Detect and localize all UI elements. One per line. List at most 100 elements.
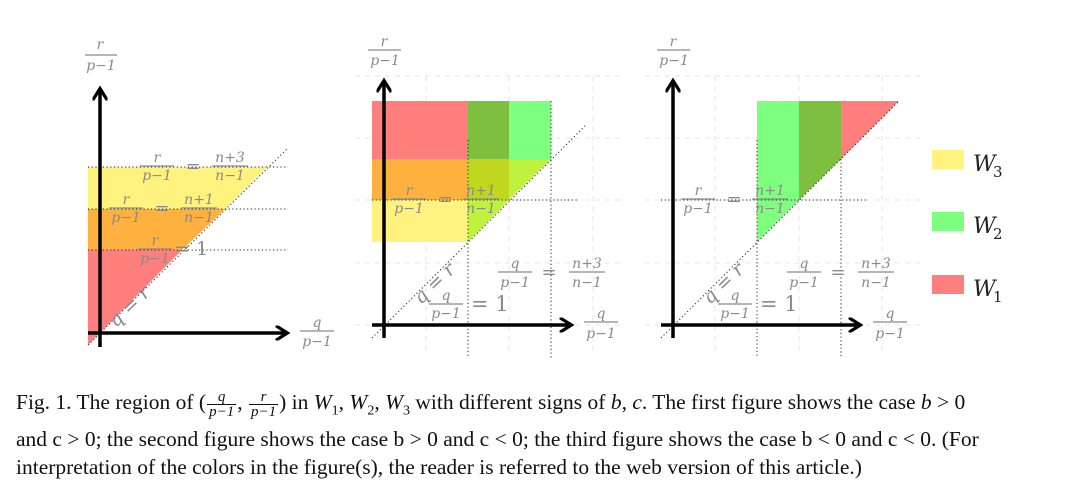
- label-q-eq-n3-over-n1: q p−1 = n+3 n−1: [498, 256, 605, 291]
- panel-1: r p−1 q p−1 r p−1 = n+3 n−1 r p−1 = n+1: [85, 37, 334, 350]
- svg-text:r: r: [381, 34, 389, 50]
- label-r-eq-n1-over-n1: r p−1 = n+1 n−1: [681, 183, 788, 217]
- svg-text:n−1: n−1: [184, 210, 214, 226]
- label-r-eq-1: r p−1 = 1: [138, 233, 208, 267]
- svg-text:p−1: p−1: [370, 53, 400, 69]
- svg-text:p−1: p−1: [875, 326, 905, 342]
- svg-text:n+1: n+1: [184, 192, 214, 208]
- svg-text:n−1: n−1: [215, 168, 245, 184]
- svg-text:r: r: [695, 183, 703, 199]
- svg-text:p−1: p−1: [659, 53, 689, 69]
- label-r-eq-n1-over-n1: r p−1 = n+1 n−1: [392, 183, 499, 217]
- label-r-eq-n1-over-n1: r p−1 = n+1 n−1: [109, 192, 217, 226]
- diagonal-q-eq-r: [87, 147, 289, 346]
- svg-text:=: =: [541, 262, 556, 283]
- svg-text:1: 1: [993, 288, 1003, 306]
- svg-text:n+3: n+3: [572, 256, 602, 272]
- background-grid: [645, 75, 920, 355]
- svg-text:p−1: p−1: [140, 251, 170, 267]
- svg-text:q: q: [442, 288, 451, 304]
- region-w2: [509, 101, 551, 159]
- label-q-eq-r: q = r: [698, 257, 750, 308]
- legend-item-w3: W 3: [932, 150, 1003, 181]
- region-w1: [841, 101, 899, 159]
- svg-text:=: =: [154, 198, 169, 219]
- region-w3: [88, 167, 267, 209]
- region-w1-w2-w3-overlap: [468, 159, 509, 200]
- svg-text:q: q: [731, 288, 740, 304]
- svg-text:3: 3: [993, 163, 1003, 181]
- svg-text:n−1: n−1: [861, 275, 891, 291]
- x-axis-label: q p−1: [873, 306, 907, 342]
- svg-text:=: =: [830, 262, 845, 283]
- caption-line-2: and c > 0; the second figure shows the c…: [16, 427, 979, 452]
- label-q-eq-1: q p−1 = 1: [429, 288, 509, 322]
- svg-text:p−1: p−1: [111, 210, 141, 226]
- region-w3: [372, 200, 468, 242]
- region-w2-w3-overlap-lower: [468, 200, 509, 242]
- svg-text:r: r: [152, 233, 160, 249]
- svg-text:2: 2: [993, 225, 1003, 243]
- label-q-eq-n3-over-n1: q p−1 = n+3 n−1: [787, 256, 894, 291]
- svg-text:p−1: p−1: [431, 306, 461, 322]
- label-q-eq-1: q p−1 = 1: [718, 288, 798, 322]
- svg-text:p−1: p−1: [720, 306, 750, 322]
- legend-item-w1: W 1: [932, 275, 1003, 306]
- svg-text:r: r: [97, 37, 105, 53]
- region-w1-w3-overlap: [88, 209, 225, 250]
- svg-text:q: q: [800, 256, 809, 272]
- legend-swatch-w1: [932, 275, 964, 294]
- svg-text:= 1: = 1: [760, 292, 798, 316]
- label-q-eq-r: q = r: [409, 257, 461, 308]
- svg-text:p−1: p−1: [302, 334, 332, 350]
- svg-text:W: W: [973, 214, 998, 239]
- svg-text:q: q: [511, 256, 520, 272]
- legend-swatch-w3: [932, 150, 964, 169]
- svg-text:q: q: [313, 315, 322, 331]
- panel-2: r p−1 q p−1 r p−1 = n+1 n−1 q p−1 = n+3 …: [355, 34, 620, 358]
- svg-text:W: W: [973, 277, 998, 302]
- svg-text:W: W: [973, 152, 998, 177]
- svg-text:p−1: p−1: [586, 326, 616, 342]
- label-r-eq-n3-over-n1: r p−1 = n+3 n−1: [140, 150, 248, 184]
- svg-text:n+3: n+3: [215, 150, 245, 166]
- svg-text:r: r: [670, 34, 678, 50]
- svg-text:=: =: [437, 189, 452, 210]
- svg-text:r: r: [406, 183, 414, 199]
- svg-text:n−1: n−1: [572, 275, 602, 291]
- panel-3: r p−1 q p−1 r p−1 = n+1 n−1 q p−1 = n+3 …: [645, 34, 920, 358]
- svg-text:q: q: [886, 306, 895, 322]
- svg-text:n+3: n+3: [861, 256, 891, 272]
- svg-text:n−1: n−1: [755, 201, 785, 217]
- svg-text:n+1: n+1: [466, 183, 496, 199]
- legend: W 3 W 2 W 1: [932, 150, 1003, 306]
- svg-text:n−1: n−1: [466, 201, 496, 217]
- svg-text:p−1: p−1: [789, 275, 819, 291]
- figure: r p−1 q p−1 r p−1 = n+3 n−1 r p−1 = n+1: [85, 34, 1003, 358]
- legend-item-w2: W 2: [932, 212, 1003, 243]
- region-w2: [757, 101, 799, 242]
- diagonal-q-eq-r: [371, 123, 588, 339]
- svg-text:= 1: = 1: [174, 238, 208, 260]
- diagonal-q-eq-r: [660, 100, 900, 339]
- caption-line-3: interpretation of the colors in the figu…: [16, 455, 862, 480]
- x-axis-label: q p−1: [300, 315, 334, 350]
- region-w2-w3-overlap: [509, 159, 551, 200]
- y-axis-label: r p−1: [657, 34, 690, 69]
- y-axis-label: r p−1: [368, 34, 401, 69]
- region-w1-w2-overlap: [799, 101, 841, 200]
- svg-text:n+1: n+1: [755, 183, 785, 199]
- x-axis-label: q p−1: [584, 306, 618, 342]
- legend-swatch-w2: [932, 212, 964, 231]
- y-axis-label: r p−1: [85, 37, 117, 74]
- svg-text:p−1: p−1: [394, 201, 424, 217]
- svg-text:=: =: [185, 156, 200, 177]
- svg-text:r: r: [123, 192, 131, 208]
- svg-text:p−1: p−1: [86, 58, 116, 74]
- region-w1-w3-overlap: [372, 159, 468, 200]
- svg-text:p−1: p−1: [500, 275, 530, 291]
